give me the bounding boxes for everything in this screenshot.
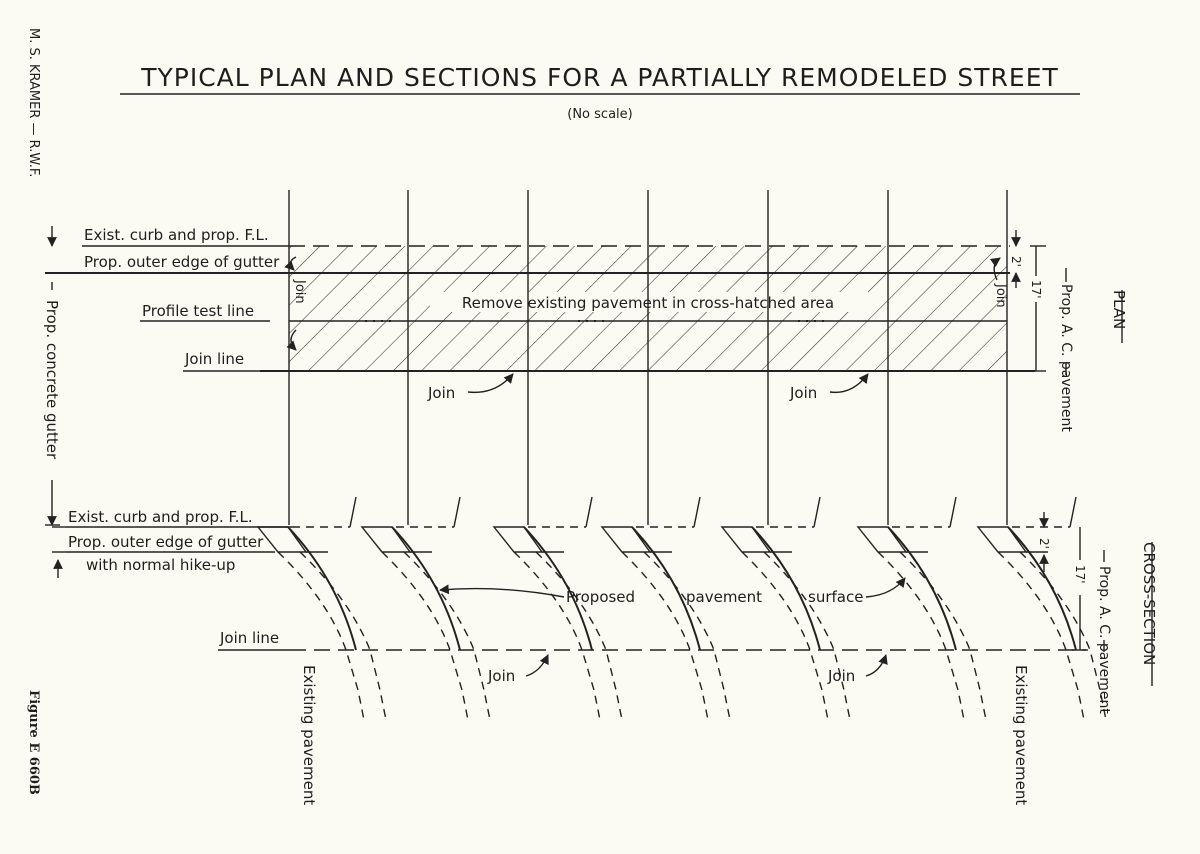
section-label-curb: Exist. curb and prop. F.L. — [68, 508, 253, 526]
section-profile-3-curb-tick — [585, 496, 593, 528]
section-join-1: Join — [487, 667, 515, 685]
plan-dim-2: 2' — [1009, 256, 1023, 267]
plan-section-title: PLAN — [1110, 290, 1128, 329]
section-right-dim-label: Prop. A. C. pavement — [1096, 566, 1112, 714]
cross-section-view: Exist. curb and prop. F.L. Prop. outer e… — [52, 496, 1158, 805]
section-title: CROSS-SECTION — [1140, 542, 1158, 665]
page-title: TYPICAL PLAN AND SECTIONS FOR A PARTIALL… — [140, 63, 1059, 92]
section-pavement: pavement — [686, 588, 762, 606]
section-profile-6-proposed — [887, 526, 957, 651]
section-surface: surface — [808, 588, 863, 606]
section-dim-17: 17' — [1073, 565, 1087, 584]
section-profile-5-existing-b — [763, 551, 851, 721]
plan-hatch-note: Remove existing pavement in cross-hatche… — [462, 294, 834, 312]
section-profile-6-existing-a — [877, 551, 965, 721]
plan-vertical-gutter-label: Prop. concrete gutter — [43, 300, 61, 460]
section-proposed: Proposed — [566, 588, 635, 606]
section-profile-1-proposed — [287, 526, 357, 651]
section-profiles — [256, 496, 1107, 721]
plan-label-gutter-edge: Prop. outer edge of gutter — [84, 253, 280, 271]
section-profile-2-proposed — [391, 526, 461, 651]
section-profile-3-existing-a — [513, 551, 601, 721]
section-profile-2-curb-tick — [453, 496, 461, 528]
section-profile-4-curb-tick — [693, 496, 701, 528]
section-label-join-line: Join line — [219, 629, 279, 647]
section-profile-1-curb-tick — [349, 496, 357, 528]
section-profile-4-existing-b — [643, 551, 731, 721]
section-profile-5-curb-tick — [813, 496, 821, 528]
plan-label-profile: Profile test line — [142, 302, 254, 320]
section-profile-7-curb-tick — [1069, 496, 1077, 528]
plan-label-curb: Exist. curb and prop. F.L. — [84, 226, 269, 244]
section-profile-6-curb-tick — [949, 496, 957, 528]
section-profile-6-existing-b — [899, 551, 987, 721]
section-profile-1-existing-a — [277, 551, 365, 721]
page-subtitle: (No scale) — [567, 107, 632, 122]
section-profile-2-existing-a — [381, 551, 469, 721]
plan-join-left: Join — [292, 279, 307, 304]
figure-number: Figure E 660B — [26, 690, 41, 795]
section-profile-1-existing-b — [299, 551, 387, 721]
section-dim-2: 2' — [1037, 538, 1051, 549]
section-label-hikeup: with normal hike-up — [86, 556, 235, 574]
plan-view: Exist. curb and prop. F.L. Prop. outer e… — [43, 190, 1128, 526]
section-profile-5-existing-a — [741, 551, 829, 721]
section-profile-7-existing-a — [997, 551, 1085, 721]
plan-label-join-line: Join line — [184, 350, 244, 368]
section-profile-4-existing-a — [621, 551, 709, 721]
section-profile-2-existing-b — [403, 551, 491, 721]
station-lines — [288, 190, 1008, 525]
plan-right-dim-label: Prop. A. C. pavement — [1058, 284, 1074, 432]
plan-join-right: Join — [993, 283, 1008, 308]
section-join-2: Join — [827, 667, 855, 685]
author-credit: M. S. KRAMER — R.W.F. — [26, 28, 41, 177]
section-label-gutter-edge: Prop. outer edge of gutter — [68, 533, 264, 551]
section-profile-7-existing-b — [1019, 551, 1107, 721]
section-profile-3-existing-b — [535, 551, 623, 721]
plan-join-bottom-1: Join — [427, 384, 455, 402]
plan-dim-17: 17' — [1029, 280, 1043, 299]
plan-join-bottom-2: Join — [789, 384, 817, 402]
section-existing-right: Existing pavement — [1012, 665, 1030, 805]
section-existing-left: Existing pavement — [300, 665, 318, 805]
